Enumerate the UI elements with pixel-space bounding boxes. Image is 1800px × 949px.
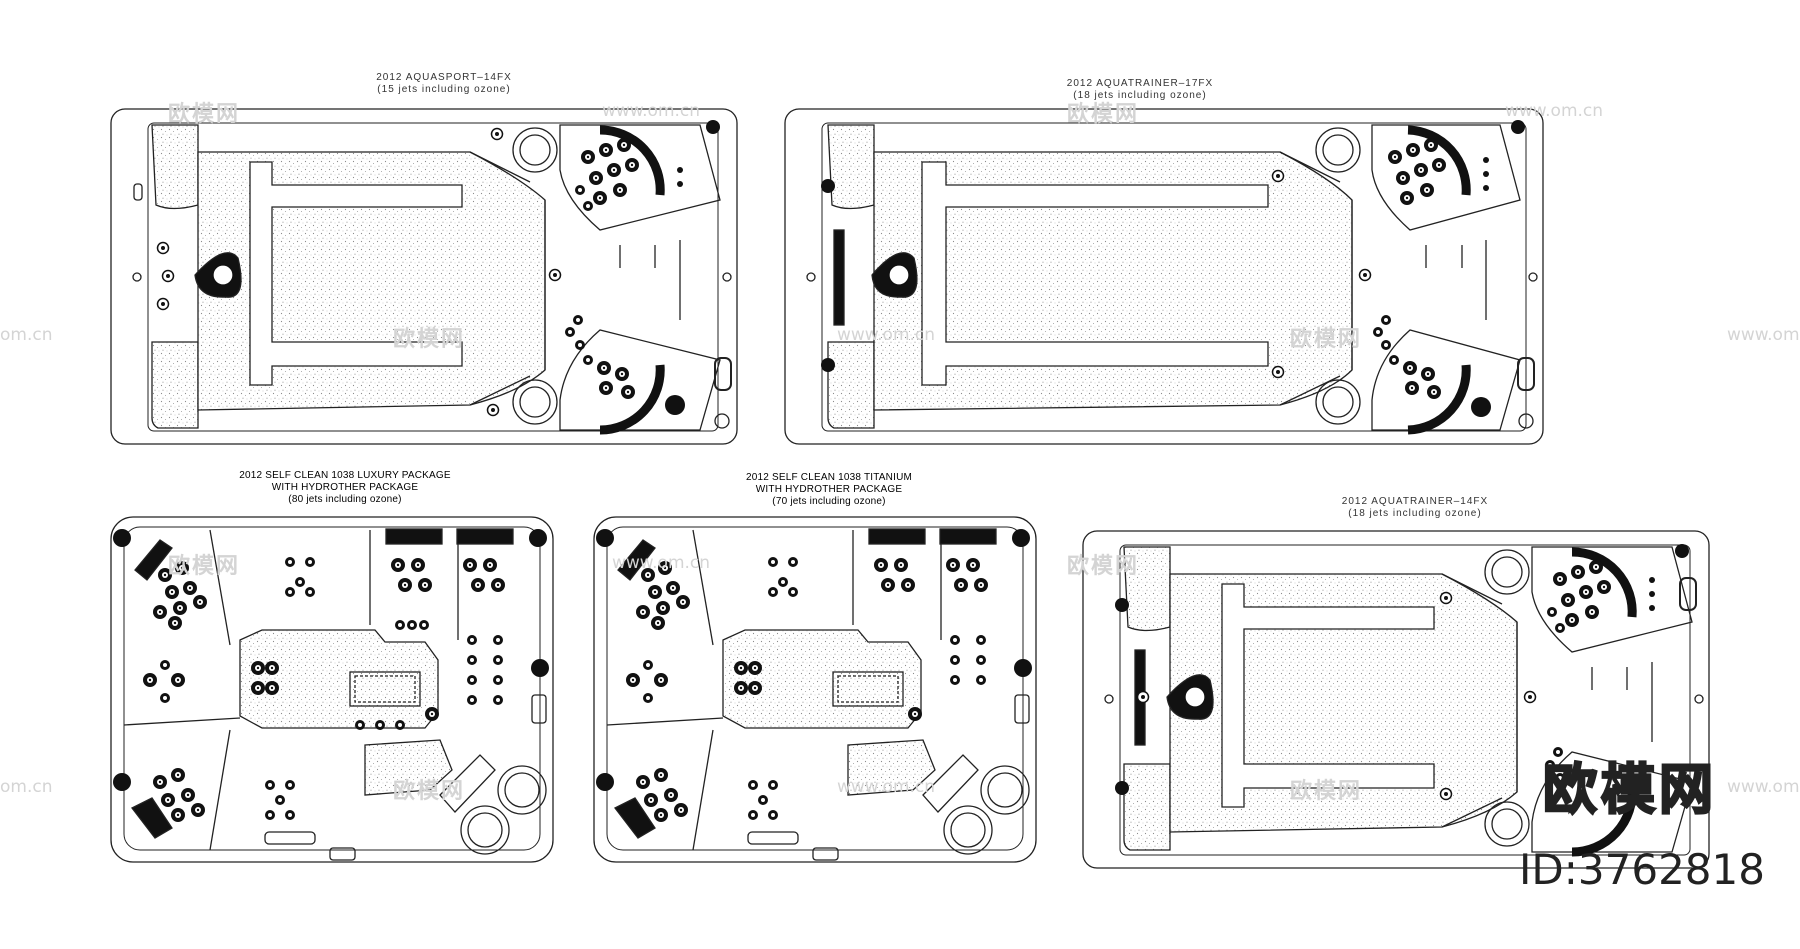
watermark-url-1: www.om.cn [602, 101, 701, 121]
caption-aquatrainer-17fx: 2012 AQUATRAINER–17FX (18 jets including… [1010, 78, 1270, 102]
watermark-url-3: om.cn [0, 325, 53, 345]
watermark-cn-6: 欧模网 [1067, 554, 1140, 579]
watermark-cn-4: 欧模网 [1290, 327, 1363, 352]
watermark-url-2: www.om.cn [1505, 101, 1604, 121]
aquatrainer-17fx-plan [784, 108, 1544, 445]
caption-aquatrainer17-subtitle: (18 jets including ozone) [1073, 90, 1207, 101]
aquatrainer-17fx-jets [821, 120, 1525, 417]
aquasport-jets [156, 120, 720, 417]
luxury-1038-jets [113, 529, 549, 822]
aquatrainer-14fx-plan [1082, 530, 1710, 869]
watermark-cn-5: 欧模网 [168, 554, 241, 579]
caption-aquatrainer14-subtitle: (18 jets including ozone) [1348, 508, 1482, 519]
caption-aquasport-subtitle: (15 jets including ozone) [377, 84, 511, 95]
caption-luxury-1038: 2012 SELF CLEAN 1038 LUXURY PACKAGE WITH… [200, 470, 490, 506]
watermark-url-6: www.om.cn [612, 553, 711, 573]
caption-luxury-line2: WITH HYDROTHER PACKAGE [271, 482, 419, 493]
watermark-url-9: www.om.cn [1727, 777, 1800, 797]
watermark-cn-3: 欧模网 [393, 327, 466, 352]
caption-titanium-line1: 2012 SELF CLEAN 1038 TITANIUM [745, 472, 913, 483]
caption-luxury-line3: (80 jets including ozone) [288, 494, 402, 505]
caption-aquasport-title: 2012 AQUASPORT–14FX [376, 72, 512, 83]
watermark-cn-7: 欧模网 [393, 779, 466, 804]
caption-aquasport-14fx: 2012 AQUASPORT–14FX (15 jets including o… [324, 72, 564, 96]
caption-aquatrainer14-title: 2012 AQUATRAINER–14FX [1341, 496, 1489, 507]
caption-luxury-line1: 2012 SELF CLEAN 1038 LUXURY PACKAGE [239, 470, 451, 481]
watermark-cn-2: 欧模网 [1067, 102, 1140, 127]
watermark-url-8: www.om.cn [837, 777, 936, 797]
caption-aquatrainer-14fx: 2012 AQUATRAINER–14FX (18 jets including… [1285, 496, 1545, 520]
caption-titanium-1038: 2012 SELF CLEAN 1038 TITANIUM WITH HYDRO… [684, 472, 974, 508]
watermark-url-4: www.om.cn [837, 325, 936, 345]
aquasport-14fx-plan [110, 108, 738, 445]
watermark-url-5: www.om.cn [1727, 325, 1800, 345]
luxury-1038-plan [110, 516, 554, 863]
watermark-cn-1: 欧模网 [168, 102, 241, 127]
brand-logo-text: 欧模网 [1542, 758, 1717, 821]
caption-titanium-line2: WITH HYDROTHER PACKAGE [755, 484, 903, 495]
titanium-1038-plan [593, 516, 1037, 863]
aquatrainer-14fx-jets [1115, 544, 1689, 801]
caption-titanium-line3: (70 jets including ozone) [772, 496, 886, 507]
caption-aquatrainer17-title: 2012 AQUATRAINER–17FX [1066, 78, 1214, 89]
watermark-cn-8: 欧模网 [1290, 779, 1363, 804]
titanium-1038-jets [596, 529, 1032, 822]
brand-id-text: ID:3762818 [1519, 845, 1765, 894]
watermark-url-7: om.cn [0, 777, 53, 797]
